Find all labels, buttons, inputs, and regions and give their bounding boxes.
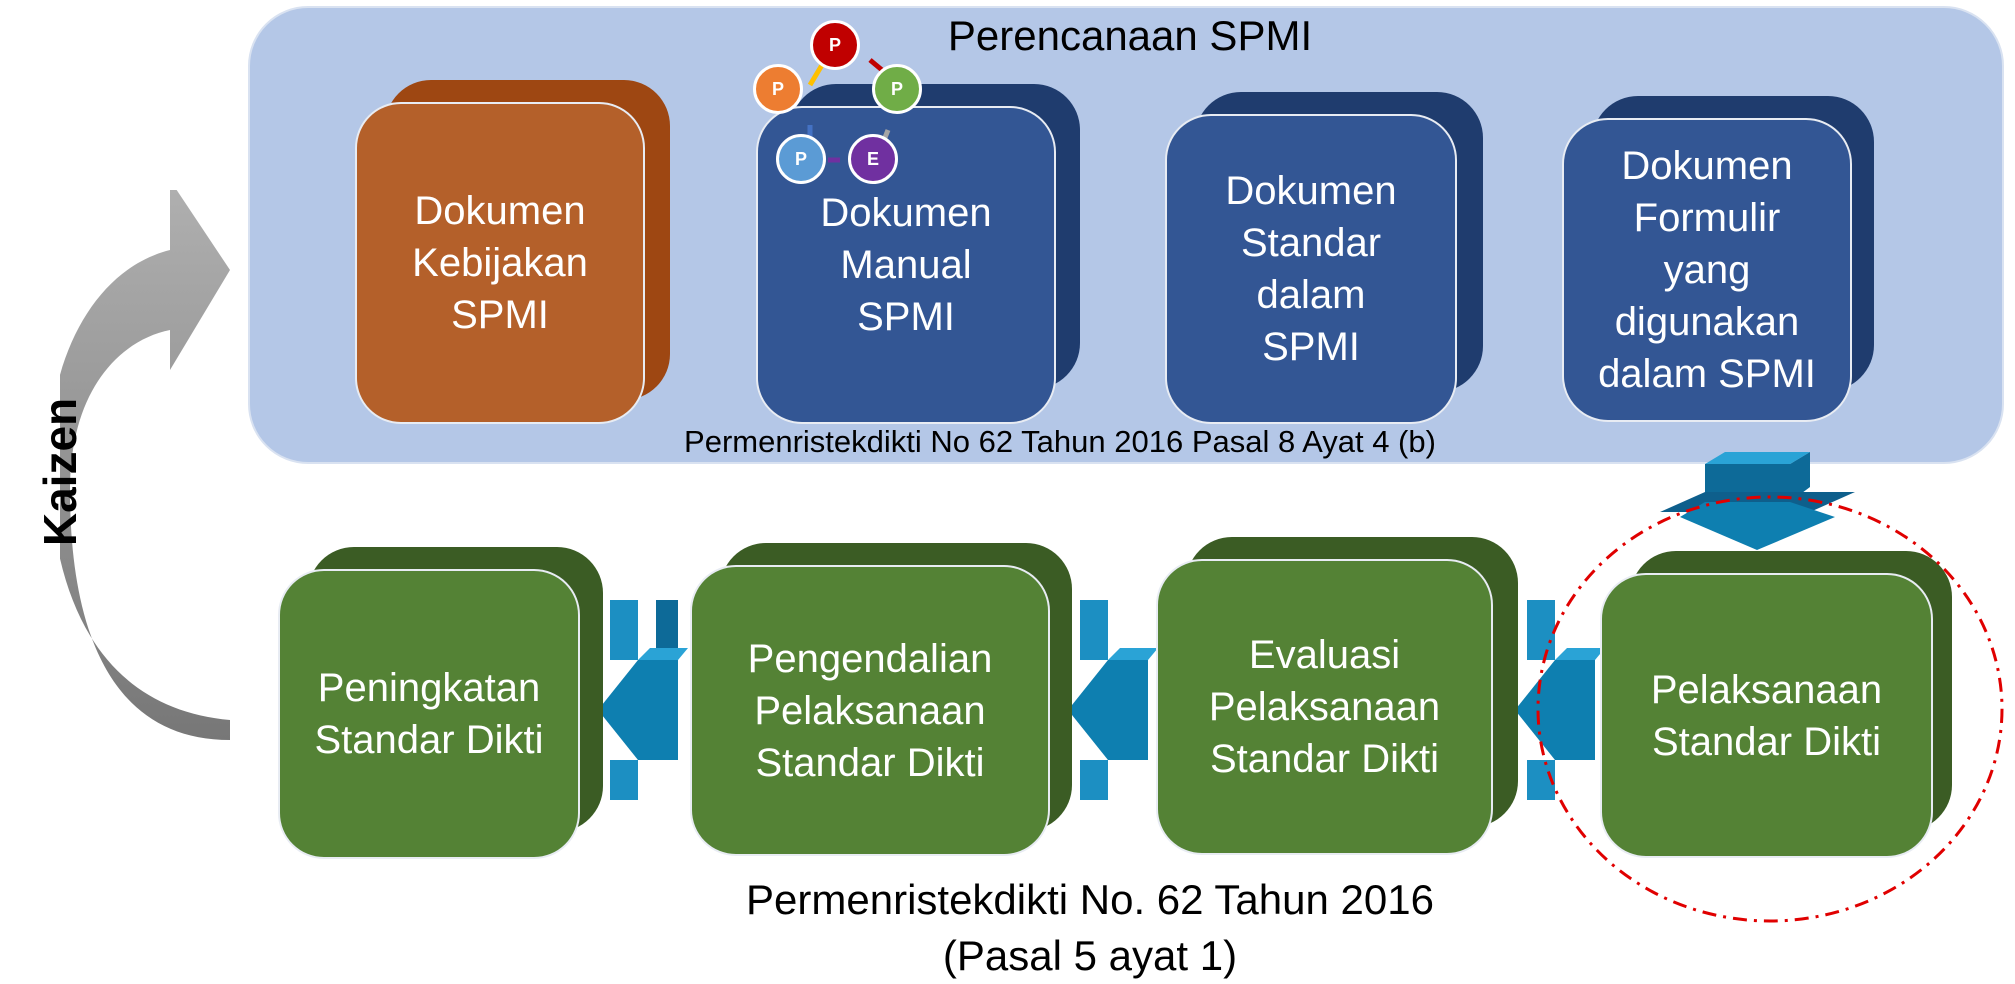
step-evaluasi: Evaluasi Pelaksanaan Standar Dikti <box>1156 537 1518 855</box>
pdca-p-top-label: P <box>828 34 841 55</box>
step-evaluasi-label: Evaluasi Pelaksanaan Standar Dikti <box>1208 633 1441 781</box>
pdca-p-right: P <box>872 64 922 114</box>
arrow-1 <box>598 600 688 800</box>
doc-kebijakan: Dokumen Kebijakan SPMI <box>355 80 670 430</box>
step-peningkatan: Peningkatan Standar Dikti <box>278 547 603 859</box>
pdca-e-label: E <box>866 148 879 169</box>
doc-manual-label: Dokumen Manual SPMI <box>820 191 992 339</box>
process-regulation-note: Permenristekdikti No. 62 Tahun 2016 (Pas… <box>640 872 1540 984</box>
doc-manual: Dokumen Manual SPMI <box>756 84 1081 424</box>
doc-standar: Dokumen Standar dalam SPMI <box>1165 92 1483 427</box>
pdca-p-bottom-label: P <box>794 148 807 169</box>
step-pelaksanaan: Pelaksanaan Standar Dikti <box>1600 551 1952 858</box>
step-peningkatan-label: Peningkatan Standar Dikti <box>314 666 544 762</box>
step-pelaksanaan-label: Pelaksanaan Standar Dikti <box>1650 667 1883 764</box>
pdca-p-left: P <box>753 64 803 114</box>
arrow-3 <box>1515 600 1605 800</box>
pdca-p-left-label: P <box>771 78 784 99</box>
planning-regulation-note: Permenristekdikti No 62 Tahun 2016 Pasal… <box>684 424 1436 459</box>
planning-title: Perencanaan SPMI <box>947 12 1313 59</box>
doc-formulir-label: Dokumen Formulir yang digunakan dalam SP… <box>1598 144 1816 396</box>
step-pengendalian-label: Pengendalian Pelaksanaan Standar Dikti <box>747 636 993 785</box>
process-regulation-line1: Permenristekdikti No. 62 Tahun 2016 <box>746 876 1434 923</box>
step-pengendalian: Pengendalian Pelaksanaan Standar Dikti <box>690 543 1072 856</box>
down-arrow <box>1660 452 1855 550</box>
doc-kebijakan-label: Dokumen Kebijakan SPMI <box>412 189 588 337</box>
highlight-circle <box>1536 495 2004 923</box>
pdca-p-top: P <box>810 20 860 70</box>
pdca-e: E <box>848 134 898 184</box>
kaizen-arrow <box>60 190 230 740</box>
doc-standar-label: Dokumen Standar dalam SPMI <box>1225 169 1397 369</box>
pdca-p-right-label: P <box>890 78 903 99</box>
pdca-p-bottom: P <box>776 134 826 184</box>
kaizen-label: Kaizen <box>34 397 86 547</box>
arrow-2 <box>1068 600 1158 800</box>
process-regulation-line2: (Pasal 5 ayat 1) <box>942 932 1238 979</box>
doc-formulir: Dokumen Formulir yang digunakan dalam SP… <box>1562 96 1874 426</box>
